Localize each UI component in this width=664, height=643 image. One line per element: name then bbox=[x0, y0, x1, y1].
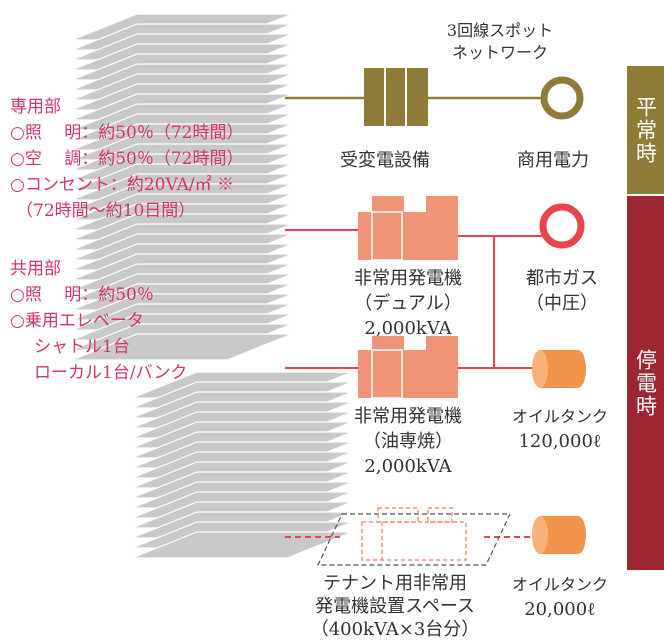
city-gas-ring-icon bbox=[539, 203, 585, 249]
generator-dual-icon bbox=[358, 196, 458, 261]
private-area-line-3: ○コンセント：約20VA/㎡ ※ bbox=[10, 175, 234, 195]
private-area-line-1: ○照 明：約50％（72時間） bbox=[10, 123, 244, 143]
generator-oil-line3: 2,000kVA bbox=[364, 456, 452, 477]
oil-tank-2-line1: オイルタンク bbox=[511, 575, 608, 594]
building-floor bbox=[131, 531, 353, 559]
oil-tank-2-icon bbox=[532, 516, 586, 554]
private-area-line-2: ○空 調：約50％（72時間） bbox=[10, 149, 244, 169]
oil-tank-1-line2: 120,000ℓ bbox=[518, 431, 602, 452]
tenant-space-line3: （400kVA×3台分） bbox=[310, 619, 480, 640]
city-gas-line1: 都市ガス bbox=[526, 268, 598, 289]
commercial-power-ring-icon bbox=[540, 76, 584, 120]
network-label: 3回線スポット ネットワーク bbox=[430, 20, 570, 64]
shared-area-line-1: ○照 明：約50％ bbox=[10, 285, 154, 305]
substation-label: 受変電設備 bbox=[340, 150, 430, 171]
private-area-line-4: （72時間〜約10日間） bbox=[16, 201, 196, 221]
outage-tag: 停電時 bbox=[627, 196, 664, 570]
generator-dual-line1: 非常用発電機 bbox=[354, 268, 462, 289]
city-gas-label: 都市ガス （中圧） bbox=[506, 266, 618, 316]
shared-area-block: 共用部 ○照 明：約50％ ○乗用エレベータ シャトル1台 ローカル1台/バンク bbox=[10, 256, 187, 386]
private-area-block: 専用部 ○照 明：約50％（72時間） ○空 調：約50％（72時間） ○コンセ… bbox=[10, 94, 244, 224]
oil-tank-1-icon bbox=[532, 350, 586, 388]
generator-oil-icon bbox=[358, 336, 458, 399]
normal-tag: 平常時 bbox=[627, 66, 664, 194]
generator-dual-line2: （デュアル） bbox=[354, 293, 462, 314]
shared-area-line-3: シャトル1台 bbox=[34, 337, 130, 357]
private-area-title: 専用部 bbox=[10, 97, 61, 117]
substation-icon bbox=[364, 68, 428, 126]
tenant-space-line1: テナント用非常用 bbox=[323, 573, 467, 594]
oil-tank-1-label: オイルタンク 120,000ℓ bbox=[494, 404, 626, 454]
tenant-generator-space-icon bbox=[317, 507, 511, 566]
generator-dual-line3: 2,000kVA bbox=[364, 318, 452, 339]
shared-area-line-2: ○乗用エレベータ bbox=[10, 311, 144, 331]
oil-tank-2-line2: 20,000ℓ bbox=[524, 599, 596, 620]
generator-oil-line2: （油専焼） bbox=[363, 431, 453, 452]
generator-oil-label: 非常用発電機 （油専焼） 2,000kVA bbox=[326, 404, 490, 479]
network-label-line1: 3回線スポット bbox=[446, 21, 554, 40]
oil-tank-1-line1: オイルタンク bbox=[511, 407, 608, 426]
network-label-line2: ネットワーク bbox=[451, 43, 548, 62]
shared-area-title: 共用部 bbox=[10, 259, 61, 279]
generator-oil-line1: 非常用発電機 bbox=[354, 406, 462, 427]
tenant-space-label: テナント用非常用 発電機設置スペース （400kVA×3台分） bbox=[292, 572, 498, 641]
commercial-power-label: 商用電力 bbox=[517, 150, 589, 171]
tenant-space-line2: 発電機設置スペース bbox=[315, 596, 475, 617]
building-floors-icon bbox=[71, 13, 353, 559]
city-gas-line2: （中圧） bbox=[526, 293, 598, 314]
shared-area-line-4: ローカル1台/バンク bbox=[34, 363, 188, 383]
generator-dual-label: 非常用発電機 （デュアル） 2,000kVA bbox=[326, 266, 490, 341]
oil-tank-2-label: オイルタンク 20,000ℓ bbox=[494, 572, 626, 622]
building-floor bbox=[71, 333, 293, 361]
